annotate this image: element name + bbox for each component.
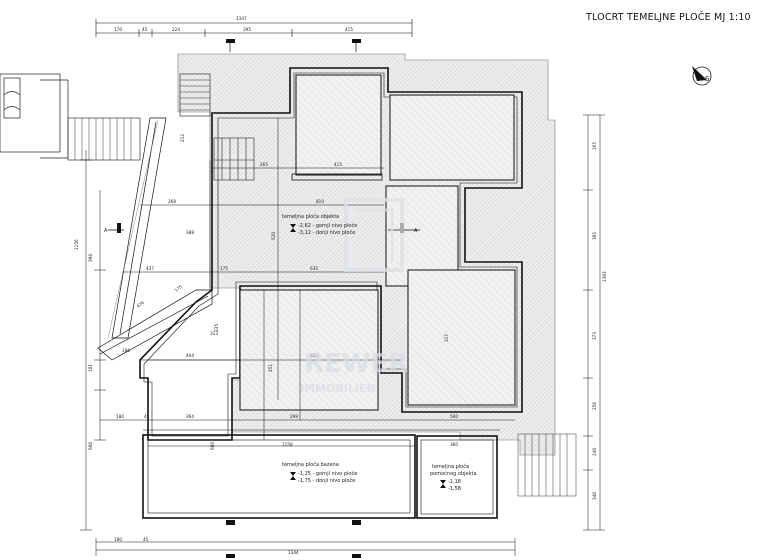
interior-dimension-lines xyxy=(80,114,605,556)
dim-left-total: 1156 xyxy=(74,239,79,250)
dim-int-27: 600 xyxy=(210,442,215,450)
zone-label-building: temeljna ploča objekta -2,62 - gornji ni… xyxy=(282,213,357,236)
dim-bottom-1: 180 xyxy=(114,537,122,542)
dim-bottom-total: 1344 xyxy=(288,550,299,555)
dim-right-4: 256 xyxy=(592,402,597,410)
dim-int-16: 45 xyxy=(144,414,150,419)
dim-int-6: 388 xyxy=(186,230,194,235)
dim-top-1: 170 xyxy=(114,27,122,32)
dim-right-3: 373 xyxy=(592,332,597,340)
dim-right-1: 265 xyxy=(592,142,597,150)
dim-int-23: 212 xyxy=(180,134,185,142)
existing-structure-left xyxy=(0,73,69,159)
zone-building-name: temeljna ploča objekta xyxy=(282,213,339,220)
dim-top-4: 395 xyxy=(243,27,251,32)
zone-label-pool: temeljna ploča bazena -1,25 - gornji niv… xyxy=(282,461,357,484)
zone-label-auxiliary: temeljna ploča pomoćnog objekta -1,18 -1… xyxy=(430,463,477,492)
zone-aux-level-2: -1,58 xyxy=(448,486,461,492)
sheet-title: TLOCRT TEMELJNE PLOČE MJ 1:10 xyxy=(585,11,751,23)
zone-pool-level-2: -1,75 - donji nivo ploče xyxy=(298,477,355,484)
dim-int-18: 299 xyxy=(290,414,298,419)
watermark-sub: IMMOBILIEN xyxy=(300,382,376,395)
dim-int-9: 635 xyxy=(310,266,318,271)
dim-left-2: 101 xyxy=(88,364,93,372)
dim-top-3: 224 xyxy=(172,27,180,32)
section-label-right: A xyxy=(414,228,418,234)
pool-slab xyxy=(142,429,500,519)
dim-int-26: 186 xyxy=(122,348,130,353)
dim-top-5: 415 xyxy=(345,27,353,32)
dim-right-6: 340 xyxy=(592,492,597,500)
dim-top-total: 1347 xyxy=(236,16,247,21)
dim-int-13: 444 xyxy=(186,353,194,358)
dim-int-14: 625 xyxy=(310,353,318,358)
dim-int-5: 520 xyxy=(271,232,276,240)
entrance-stairs xyxy=(67,73,211,161)
dim-top-2: 45 xyxy=(142,27,148,32)
zone-pool-name: temeljna ploča bazena xyxy=(282,461,339,468)
section-marker-bottom xyxy=(226,520,361,558)
dim-int-3: 810 xyxy=(316,199,324,204)
dim-right-5: 240 xyxy=(592,448,597,456)
stair-core xyxy=(213,137,255,181)
north-label: S xyxy=(705,75,710,83)
thick-slab-zones xyxy=(239,74,516,411)
dim-int-4: 269 xyxy=(168,199,176,204)
section-marker-top xyxy=(226,39,361,52)
watermark-logo: REWER IMMOBILIEN xyxy=(300,198,408,395)
zone-building-level-1: -2,62 - gornji nivo ploče xyxy=(298,222,357,229)
right-terrace-stairs xyxy=(517,433,577,497)
section-label-left: A xyxy=(104,228,108,234)
dim-int-22: 317 xyxy=(444,334,449,342)
dim-int-8: 175 xyxy=(220,266,228,271)
dim-bottom-2: 45 xyxy=(143,537,149,542)
diagonal-ramp xyxy=(97,117,213,361)
section-mark-left: A xyxy=(104,223,124,234)
auxiliary-slab xyxy=(416,435,498,519)
dim-int-20: 1158 xyxy=(282,442,293,447)
dim-int-12: 313 xyxy=(210,331,218,336)
dim-left-3: 600 xyxy=(88,442,93,450)
dim-int-1: 415 xyxy=(334,162,342,167)
dim-int-7: 437 xyxy=(146,266,154,271)
dim-right-2: 395 xyxy=(592,232,597,240)
zone-building-level-2: -3,12 - donji nivo ploče xyxy=(298,229,355,236)
zone-aux-name-2: pomoćnog objekta xyxy=(430,470,477,477)
dim-int-15: 180 xyxy=(116,414,124,419)
dim-int-17: 364 xyxy=(186,414,194,419)
dim-int-2: 265 xyxy=(260,162,268,167)
dim-int-10: 476 xyxy=(136,300,146,309)
watermark-brand: REWER xyxy=(304,349,408,379)
north-arrow-icon: S xyxy=(692,66,712,86)
dim-int-25: 451 xyxy=(268,364,273,372)
zone-aux-name-1: temeljna ploča xyxy=(432,463,469,470)
dim-int-19: 560 xyxy=(450,414,458,419)
dim-left-1: 398 xyxy=(88,254,93,262)
dim-int-11: 175 xyxy=(174,284,184,293)
dim-right-total: 1393 xyxy=(602,271,607,282)
zone-pool-level-1: -1,25 - gornji nivo ploče xyxy=(298,470,357,477)
zone-aux-level-1: -1,18 xyxy=(448,479,461,485)
dim-int-21: 360 xyxy=(450,442,458,447)
top-dimensions xyxy=(95,19,413,37)
dim-int-24: 335 xyxy=(214,324,219,332)
